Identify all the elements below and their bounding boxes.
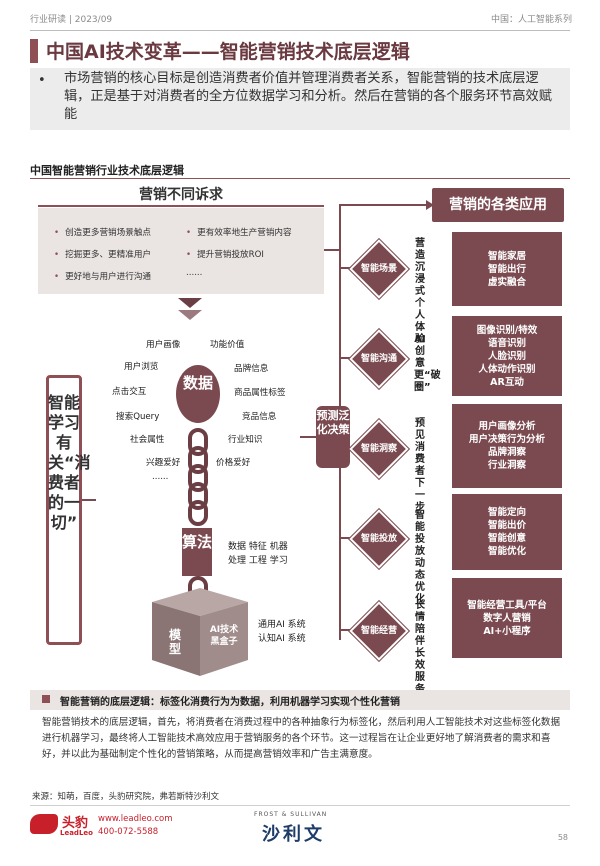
leopard-logo-icon bbox=[30, 814, 58, 834]
footer-divider bbox=[30, 805, 570, 806]
data-tag: 兴趣爱好 bbox=[146, 458, 181, 468]
data-tag: 搜索Query bbox=[116, 412, 160, 422]
left-label-frame bbox=[46, 375, 82, 645]
apps-title: 营销的各类应用 bbox=[432, 188, 564, 222]
algorithm-node: 算法 bbox=[182, 528, 212, 576]
page-title: 中国AI技术变革——智能营销技术底层逻辑 bbox=[46, 41, 410, 63]
data-tag: 行业知识 bbox=[228, 435, 263, 445]
arrow-down-icon bbox=[178, 298, 202, 308]
scene-desc: 长情陪伴长效服务 bbox=[415, 600, 425, 695]
summary-bar bbox=[30, 690, 570, 710]
arrow-down-icon bbox=[178, 310, 202, 320]
header-divider bbox=[30, 30, 570, 31]
data-tag: 用户画像 bbox=[146, 340, 181, 350]
phone-number: 400-072-5588 bbox=[98, 827, 159, 837]
section-title: 中国智能营销行业技术底层逻辑 bbox=[30, 164, 184, 177]
square-bullet-icon bbox=[42, 695, 50, 703]
source-note: 来源：知萌，百度，头豹研究院，弗若斯特沙利文 bbox=[32, 792, 220, 802]
scene-desc: 预见消费者下一步 bbox=[415, 418, 425, 513]
intro-text: 市场营销的核心目标是创造消费者价值并管理消费者关系，智能营销的技术底层逻辑，正是… bbox=[64, 71, 552, 122]
scene-apps: 智能家居智能出行虚实融合 bbox=[452, 232, 562, 306]
partner-en: FROST & SULLIVAN bbox=[254, 811, 328, 818]
scene-apps: 智能定向智能出价智能创意智能优化 bbox=[452, 494, 562, 570]
data-tag: 功能价值 bbox=[210, 340, 245, 350]
intro-box bbox=[30, 68, 570, 130]
scene-diamond: 智能洞察 bbox=[347, 417, 411, 481]
summary-text: 智能营销技术的底层逻辑，首先，将消费者在消费过程中的各种抽象行为标签化，然后利用… bbox=[42, 717, 561, 760]
data-tag: 社会属性 bbox=[130, 435, 165, 445]
page-number: 58 bbox=[557, 833, 568, 842]
demand-item: 更有效率地生产营销内容 bbox=[186, 226, 292, 238]
scene-diamond: 智能场景 bbox=[347, 237, 411, 301]
data-tag: 竞品信息 bbox=[242, 412, 277, 422]
scene-desc: AI创意更“破圈” bbox=[414, 334, 441, 393]
title-accent-bar bbox=[30, 39, 38, 63]
algorithm-desc-2: 处理 工程 学习 bbox=[228, 556, 288, 566]
left-label: 智能学习有关“消费者的一切” bbox=[48, 393, 91, 532]
summary-title: 智能营销的底层逻辑：标签化消费行为为数据，利用机器学习实现个性化营销 bbox=[60, 697, 400, 708]
data-tag: 用户浏览 bbox=[124, 362, 159, 372]
demand-item-more: ...... bbox=[186, 268, 203, 278]
demand-item: 更好地与用户进行沟通 bbox=[54, 270, 151, 282]
demand-item: 提升营销投放ROI bbox=[186, 248, 264, 260]
scene-desc: 智能投放动态优化 bbox=[415, 510, 425, 605]
data-tag: 商品属性标签 bbox=[234, 388, 286, 398]
section-divider bbox=[30, 178, 570, 179]
report-series: 中国：人工智能系列 bbox=[490, 15, 572, 25]
data-tag: 品牌信息 bbox=[234, 364, 269, 374]
partner-cn: 沙利文 bbox=[262, 824, 325, 845]
bullet-icon: • bbox=[38, 73, 46, 88]
logo-cn: 头豹 bbox=[62, 816, 89, 831]
data-tag-more: ...... bbox=[152, 472, 169, 482]
data-tag: 点击交互 bbox=[112, 387, 147, 397]
report-category: 行业研读 | 2023/09 bbox=[30, 15, 113, 25]
model-cube bbox=[152, 588, 248, 676]
model-desc-1: 通用AI 系统 bbox=[258, 620, 306, 630]
model-label: 模型 bbox=[168, 628, 181, 656]
scene-diamond: 智能经营 bbox=[347, 599, 411, 663]
scene-diamond: 智能沟通 bbox=[347, 327, 411, 391]
logo-en: LeadLeo bbox=[60, 829, 93, 837]
algorithm-desc-1: 数据 特征 机器 bbox=[228, 542, 288, 552]
demand-item: 挖掘更多、更精准用户 bbox=[54, 248, 151, 260]
demand-item: 创造更多营销场景触点 bbox=[54, 226, 151, 238]
scene-apps: 用户画像分析用户决策行为分析品牌洞察行业洞察 bbox=[452, 404, 562, 488]
data-node: 数据 bbox=[176, 365, 220, 423]
scene-diamond: 智能投放 bbox=[347, 507, 411, 571]
scene-desc: 营造沉浸式个人体验 bbox=[415, 238, 425, 345]
model-desc-2: 认知AI 系统 bbox=[258, 634, 306, 644]
demands-title: 营销不同诉求 bbox=[38, 185, 324, 207]
predict-node: 预测泛化决策 bbox=[316, 406, 350, 468]
data-tag: 价格爱好 bbox=[216, 458, 251, 468]
model-box-label: AI技术黑盒子 bbox=[209, 625, 239, 647]
diagram-connectors bbox=[82, 200, 434, 676]
website-link[interactable]: www.leadleo.com bbox=[98, 814, 173, 824]
